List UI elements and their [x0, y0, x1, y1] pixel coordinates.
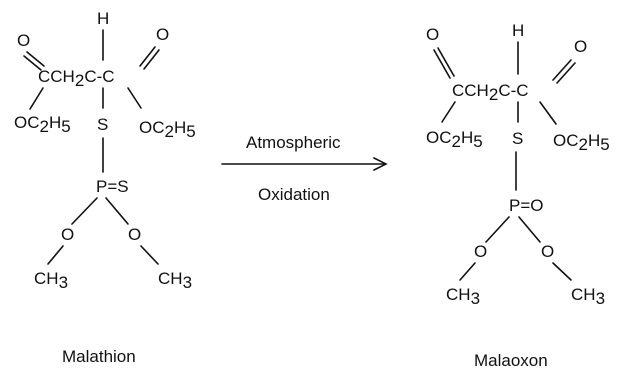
double-bond-right-b [556, 62, 576, 84]
double-bond-right-a [552, 59, 572, 81]
carbonyl-oxygen-right: O [156, 25, 169, 44]
methyl-group-right: CH3 [571, 285, 605, 308]
malathion-caption: Malathion [62, 347, 136, 366]
carbonyl-oxygen-left: O [426, 25, 439, 44]
arrow-label-bottom: Oxidation [258, 185, 330, 204]
double-bond-left-a [26, 51, 45, 67]
bond-p-o-left [71, 197, 98, 225]
bond-o-ch3-left [459, 262, 476, 281]
bond-p-o-right [518, 216, 541, 243]
double-bond-left-a [437, 47, 455, 77]
bond-o-ch3-left [47, 245, 64, 265]
methyl-group-left: CH3 [34, 269, 68, 292]
reaction-arrow: Atmospheric Oxidation [221, 133, 388, 204]
bond-c-oet-left [441, 101, 456, 123]
bond-c-oet-right [127, 87, 142, 109]
sulfur-atom: S [97, 115, 108, 134]
methoxy-oxygen-right: O [128, 225, 141, 244]
bond-c-oet-right [539, 101, 557, 125]
malaoxon-caption: Malaoxon [474, 351, 548, 368]
carbonyl-oxygen-left: O [17, 31, 30, 50]
thiophosphoryl-group: P=S [96, 177, 129, 196]
methoxy-oxygen-right: O [541, 242, 554, 261]
arrow-label-top: Atmospheric [246, 133, 341, 152]
methoxy-oxygen-left: O [474, 242, 487, 261]
sulfur-atom: S [512, 129, 523, 148]
carbon-chain: CCH2C-C [452, 81, 529, 104]
ethoxy-group-left: OC2H5 [14, 113, 71, 136]
ethoxy-group-right: OC2H5 [139, 118, 196, 141]
arrow-head [373, 157, 388, 171]
hydrogen-atom: H [97, 9, 109, 28]
malaoxon-structure: H O O CCH2C-C OC2H5 OC2H5 S P=O O O CH3 [426, 21, 610, 308]
carbon-chain: CCH2C-C [38, 67, 115, 90]
malathion-structure: H O O CCH2C-C OC2H5 OC2H5 S P=S [14, 9, 196, 292]
double-bond-left-b [433, 49, 451, 79]
double-bond-right-b [143, 49, 160, 70]
methoxy-oxygen-left: O [61, 225, 74, 244]
bond-p-o-right [105, 197, 129, 225]
phosphoryl-group: P=O [509, 196, 544, 215]
hydrogen-atom: H [512, 21, 524, 40]
bond-p-o-left [485, 216, 510, 243]
bond-o-ch3-right [552, 262, 572, 281]
methyl-group-right: CH3 [158, 269, 192, 292]
bond-c-oet-left [29, 87, 44, 110]
ethoxy-group-left: OC2H5 [426, 128, 483, 151]
bond-o-ch3-right [140, 245, 159, 265]
double-bond-right-a [139, 46, 156, 67]
double-bond-left-b [23, 55, 42, 71]
methyl-group-left: CH3 [446, 285, 480, 308]
ethoxy-group-right: OC2H5 [553, 131, 610, 154]
carbonyl-oxygen-right: O [574, 37, 587, 56]
